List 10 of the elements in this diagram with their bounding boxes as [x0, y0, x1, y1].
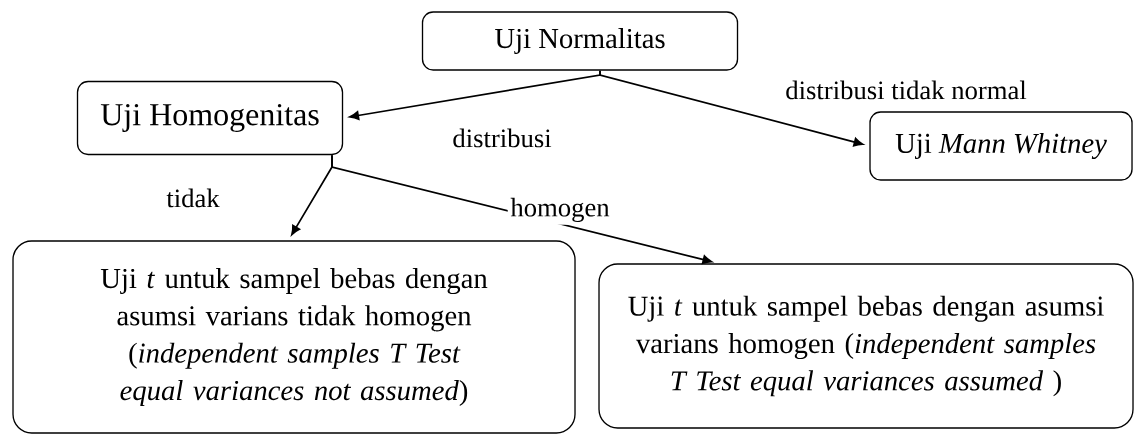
process-box: Uji t untuk sampel bebas dengan asumsi varians tidak homogen (independent samples T Test equal variances not assumed)	[12, 240, 576, 434]
process-box: Uji t untuk sampel bebas dengan asumsi varians homogen (independent samples T Test equal variances assumed )	[598, 263, 1134, 429]
process-box: Uji Normalitas	[421, 11, 739, 71]
arrow	[599, 69, 864, 147]
process-box: Uji Mann Whitney	[869, 111, 1133, 181]
edge-label: tidak	[163, 185, 223, 211]
edge-label: distribusi	[449, 125, 555, 151]
edge-label: homogen	[507, 195, 613, 225]
edge-label: distribusi tidak normal	[782, 77, 1030, 103]
process-box: Uji Homogenitas	[76, 80, 344, 156]
